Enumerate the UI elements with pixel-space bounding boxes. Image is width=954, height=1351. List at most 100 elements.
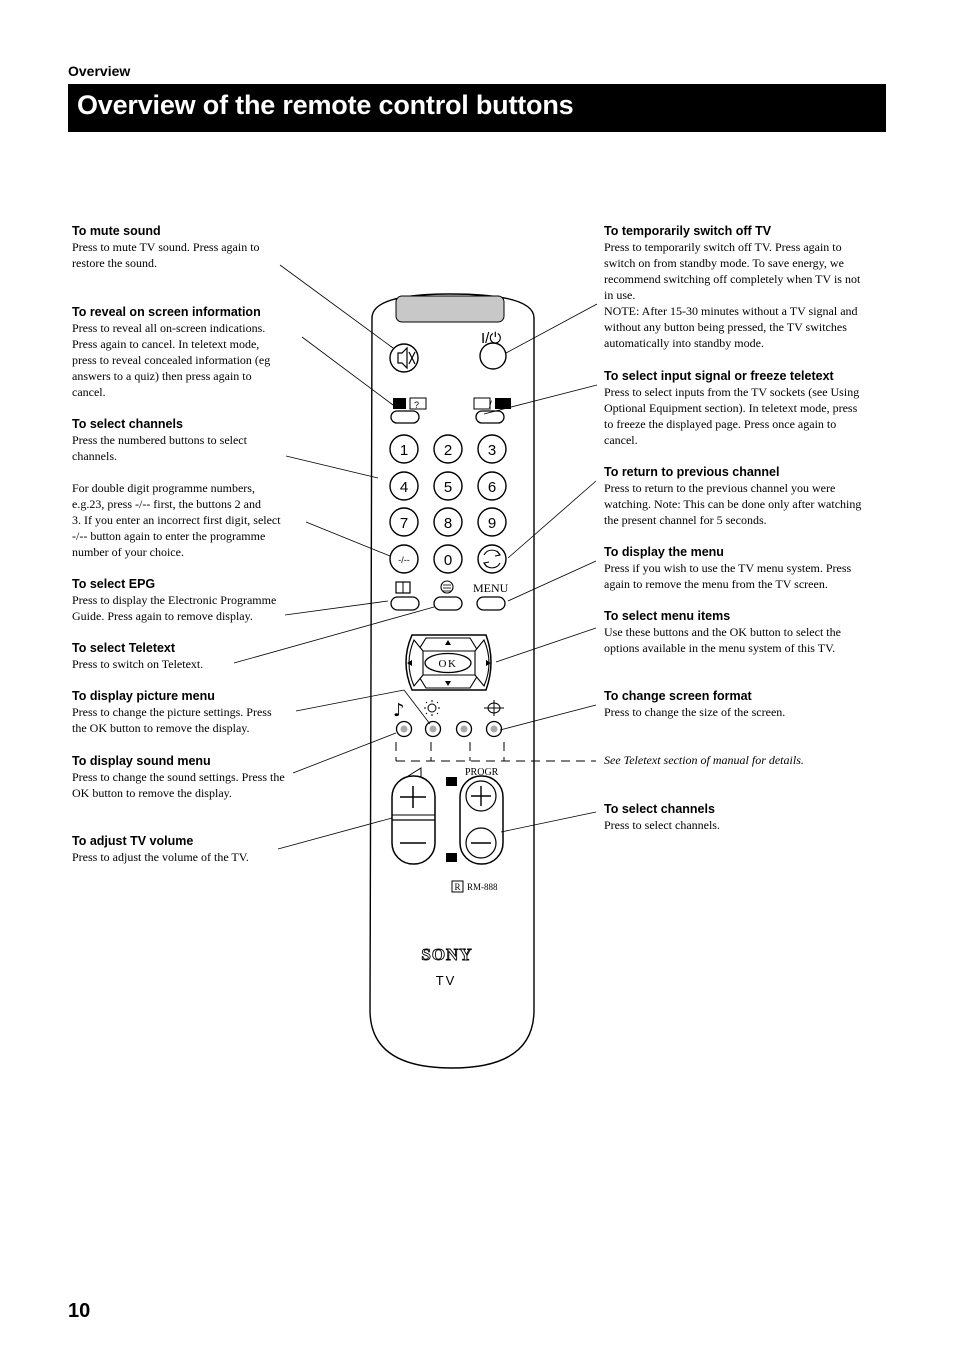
standby-block: To temporarily switch off TV Press to te… <box>604 223 884 351</box>
screen-format-block: To change screen format Press to change … <box>604 688 884 720</box>
block-title: To mute sound <box>72 224 161 238</box>
block-title: To select channels <box>604 802 715 816</box>
digit-button-2[interactable] <box>433 434 463 464</box>
block-body: Use these buttons and the OK button to s… <box>604 625 841 655</box>
digit-label: 6 <box>488 479 496 496</box>
select-epg-block: To select EPG Press to display the Elect… <box>72 576 300 624</box>
svg-text:?: ? <box>414 400 419 410</box>
digit-label: 9 <box>488 515 496 532</box>
digit-label: 0 <box>444 552 452 569</box>
block-title: To select channels <box>72 417 183 431</box>
model-number: RM-888 <box>467 882 498 892</box>
block-title: To select menu items <box>604 609 731 623</box>
reveal-button[interactable] <box>390 410 420 424</box>
tv-volume-block: To adjust TV volume Press to adjust the … <box>72 833 300 865</box>
ok-button[interactable] <box>424 652 472 674</box>
double-digit-button[interactable] <box>389 544 419 574</box>
program-up-button[interactable] <box>471 786 491 806</box>
svg-text:/: / <box>489 400 492 411</box>
brand-sub: TV <box>436 973 457 988</box>
leader-lines <box>233 264 598 850</box>
block-title: To display picture menu <box>72 689 215 703</box>
teletext-icon <box>395 581 411 594</box>
page-title: Overview of the remote control buttons <box>77 90 574 120</box>
input-button[interactable] <box>475 410 505 424</box>
block-body: Press to change the sound settings. Pres… <box>72 770 285 800</box>
mute-sound-block: To mute sound Press to mute TV sound. Pr… <box>72 223 300 271</box>
nav-left-button[interactable] <box>408 638 424 688</box>
navigation-pad[interactable] <box>405 634 492 691</box>
select-teletext-block: To select Teletext Press to switch on Te… <box>72 640 300 672</box>
progr-label: PROGR <box>465 767 499 778</box>
teletext-page-down-icon <box>446 853 457 862</box>
previous-channel-button[interactable] <box>477 544 507 574</box>
block-title: To display sound menu <box>72 754 211 768</box>
program-rocker <box>459 775 504 865</box>
block-title: To select EPG <box>72 577 156 591</box>
select-channels-block: To select channels Press the numbered bu… <box>72 416 300 560</box>
small-function-buttons <box>395 720 503 738</box>
arrow-down-icon <box>445 681 451 686</box>
block-body: Press if you wish to use the TV menu sys… <box>604 561 852 591</box>
digit-button-0[interactable] <box>433 544 463 574</box>
teletext-page-up-icon <box>446 777 457 786</box>
arrow-left-icon <box>407 660 412 666</box>
display-menu-block: To display the menu Press if you wish to… <box>604 544 884 592</box>
mute-button[interactable] <box>389 343 419 373</box>
block-body: Press to change the picture settings. Pr… <box>72 705 272 735</box>
block-title: To select input signal or freeze teletex… <box>604 369 834 383</box>
block-title: To display the menu <box>604 545 724 559</box>
music-note-icon: ♪ <box>393 700 405 721</box>
title-bar: Overview of the remote control buttons <box>68 84 886 132</box>
ok-label: OK <box>439 658 458 670</box>
digit-button-4[interactable] <box>389 471 419 501</box>
block-body: Press to reveal all on-screen indication… <box>72 321 271 399</box>
block-body: Press to temporarily switch off TV. Pres… <box>604 240 861 350</box>
menu-items-block: To select menu items Use these buttons a… <box>604 608 884 656</box>
digit-button-7[interactable] <box>389 507 419 537</box>
block-body: Press to return to the previous channel … <box>604 481 862 527</box>
reveal-info-block: To reveal on screen information Press to… <box>72 304 300 400</box>
block-body: Press to mute TV sound. Press again to r… <box>72 240 260 270</box>
digit-label: 5 <box>444 479 452 496</box>
block-title: To select Teletext <box>72 641 176 655</box>
menu-button[interactable] <box>476 596 506 611</box>
digit-button-3[interactable] <box>477 434 507 464</box>
block-body: Press to adjust the volume of the TV. <box>72 850 249 864</box>
return-arrows-icon <box>483 549 501 569</box>
digit-button-5[interactable] <box>433 471 463 501</box>
block-title: To reveal on screen information <box>72 305 261 319</box>
digit-keypad <box>389 434 507 574</box>
teletext-button[interactable] <box>390 596 420 611</box>
previous-channel-block: To return to previous channel Press to r… <box>604 464 884 528</box>
block-title: To change screen format <box>604 689 752 703</box>
model-mark: R <box>454 882 460 892</box>
model-mark-box <box>451 880 464 893</box>
digit-button-9[interactable] <box>477 507 507 537</box>
epg-button[interactable] <box>433 596 463 611</box>
block-body: Press to select inputs from the TV socke… <box>604 385 860 447</box>
program-channels-block: To select channels Press to select chann… <box>604 801 884 833</box>
teletext-note: See Teletext section of manual for detai… <box>604 753 804 767</box>
digit-label: 2 <box>444 442 452 459</box>
nav-right-button[interactable] <box>474 638 490 688</box>
digit-label: 3 <box>488 442 496 459</box>
digit-label: -/-- <box>398 555 410 565</box>
digit-button-8[interactable] <box>433 507 463 537</box>
block-body: Press to switch on Teletext. <box>72 657 204 671</box>
digit-button-6[interactable] <box>477 471 507 501</box>
menu-label: MENU <box>473 581 509 595</box>
epg-icon <box>440 580 454 594</box>
volume-up-button[interactable] <box>400 786 426 808</box>
block-title: To adjust TV volume <box>72 834 194 848</box>
teletext-bracket <box>395 742 596 762</box>
info-icon: ? <box>393 397 427 410</box>
arrow-up-icon <box>445 640 451 645</box>
arrow-right-icon <box>486 660 491 666</box>
digit-label: 8 <box>444 515 452 532</box>
digit-label: 4 <box>400 479 408 496</box>
standby-button[interactable] <box>479 342 507 370</box>
screen-format-icon <box>484 700 504 716</box>
digit-button-1[interactable] <box>389 434 419 464</box>
